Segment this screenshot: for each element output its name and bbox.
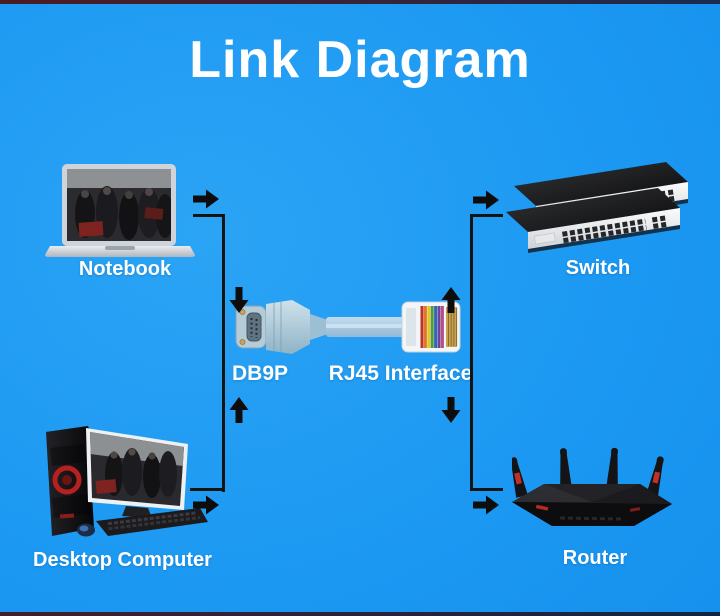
arrow-down-icon xyxy=(441,397,461,423)
db9p-label: DB9P xyxy=(231,362,289,385)
left-bracket-top-line xyxy=(193,214,225,217)
notebook-label: Notebook xyxy=(78,258,172,280)
arrow-right-icon xyxy=(193,495,219,515)
right-bracket-vertical-line xyxy=(470,214,473,491)
top-edge-strip xyxy=(0,0,720,4)
router-image xyxy=(512,442,672,542)
bottom-edge-strip xyxy=(0,612,720,616)
arrow-down-icon xyxy=(229,287,249,313)
arrow-right-icon xyxy=(473,495,499,515)
console-cable-image xyxy=(234,294,464,362)
switch-image xyxy=(498,162,698,257)
page-title: Link Diagram xyxy=(189,31,531,89)
switch-label: Switch xyxy=(565,257,631,279)
db9p-rj45-cable-icon xyxy=(235,300,461,354)
router-label: Router xyxy=(562,547,628,569)
db9p-connector-icon xyxy=(235,300,328,354)
arrow-up-icon xyxy=(441,287,461,313)
rj45-label: RJ45 Interface xyxy=(328,362,473,385)
rj45-connector-icon xyxy=(401,301,461,353)
desktop-computer-image xyxy=(30,418,210,548)
arrow-right-icon xyxy=(473,190,499,210)
desktop-computer-label: Desktop Computer xyxy=(33,549,212,571)
notebook-icon xyxy=(45,164,195,257)
desktop-computer-icon xyxy=(46,426,208,537)
notebook-image xyxy=(45,164,195,264)
switch-icon xyxy=(498,162,698,257)
right-bracket-top-line xyxy=(470,214,503,217)
right-bracket-bottom-line xyxy=(470,488,503,491)
arrow-up-icon xyxy=(229,397,249,423)
arrow-right-icon xyxy=(193,189,219,209)
left-bracket-vertical-line xyxy=(222,214,225,492)
router-icon xyxy=(512,447,672,526)
left-bracket-bottom-line xyxy=(190,488,225,491)
